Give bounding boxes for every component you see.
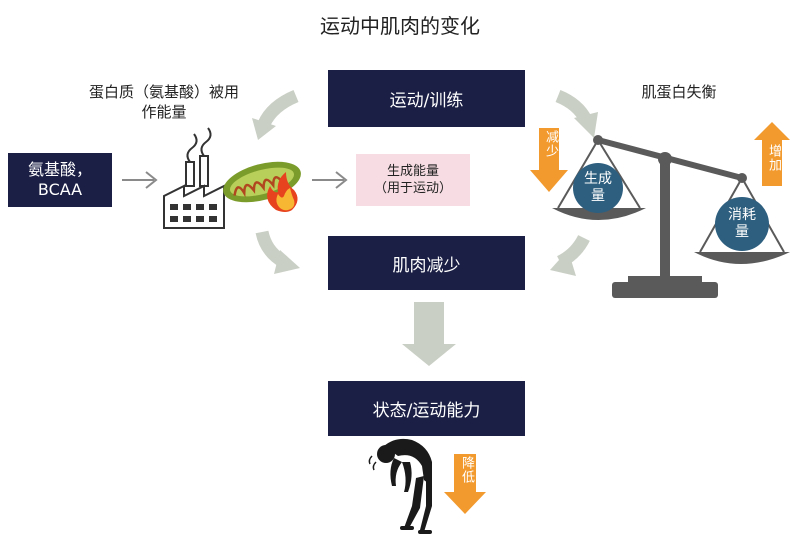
production-label: 生成 量 [573,171,623,205]
factory-icon [163,127,225,229]
consumption-circle [715,197,769,251]
arrow-amino-to-factory [122,171,158,189]
production-label-line2: 量 [591,188,605,204]
decrease-arrow [530,128,568,192]
decrease-label: 减少 [543,130,558,158]
status-box: 状态/运动能力 [328,381,525,436]
bcaa-label: BCAA [37,180,83,199]
energy-line1: 生成能量 [386,164,439,179]
imbalance-caption: 肌蛋白失衡 [641,83,717,101]
increase-label: 增加 [766,144,781,172]
curved-arrow-energy-to-muscle-loss [255,230,300,274]
arrow-mitochondria-to-energy [312,171,348,189]
curved-arrow-exercise-to-scale [555,89,598,138]
protein-energy-caption: 蛋白质（氨基酸）被用 作能量 [54,82,274,122]
production-label-line1: 生成 [584,171,612,187]
consumption-label-line2: 量 [735,224,749,240]
protein-caption-line1: 蛋白质（氨基酸）被用 [88,83,239,101]
exercise-box: 运动/训练 [328,70,525,127]
consumption-label-line1: 消耗 [728,207,756,223]
energy-line2: （用于运动） [373,181,452,196]
performance-decrease-arrow [444,454,486,514]
curved-arrow-scale-to-muscle-loss [550,234,590,276]
down-arrow-muscle-to-status [402,302,456,366]
performance-decrease-label: 降低 [459,456,474,484]
protein-caption-line2: 作能量 [141,103,187,121]
amino-acid-label: 氨基酸， [27,160,92,179]
energy-production-box: 生成能量 （用于运动） [356,154,470,206]
muscle-loss-box: 肌肉减少 [328,236,525,290]
curved-arrow-exercise-to-energy [252,90,299,140]
tired-person-icon [368,438,432,534]
production-circle [573,163,623,213]
increase-arrow [754,122,790,186]
amino-acid-box: 氨基酸， BCAA [8,153,112,207]
diagram-title: 运动中肌肉的变化 [320,14,480,38]
flame-icon [267,172,298,212]
consumption-label: 消耗 量 [717,207,767,241]
